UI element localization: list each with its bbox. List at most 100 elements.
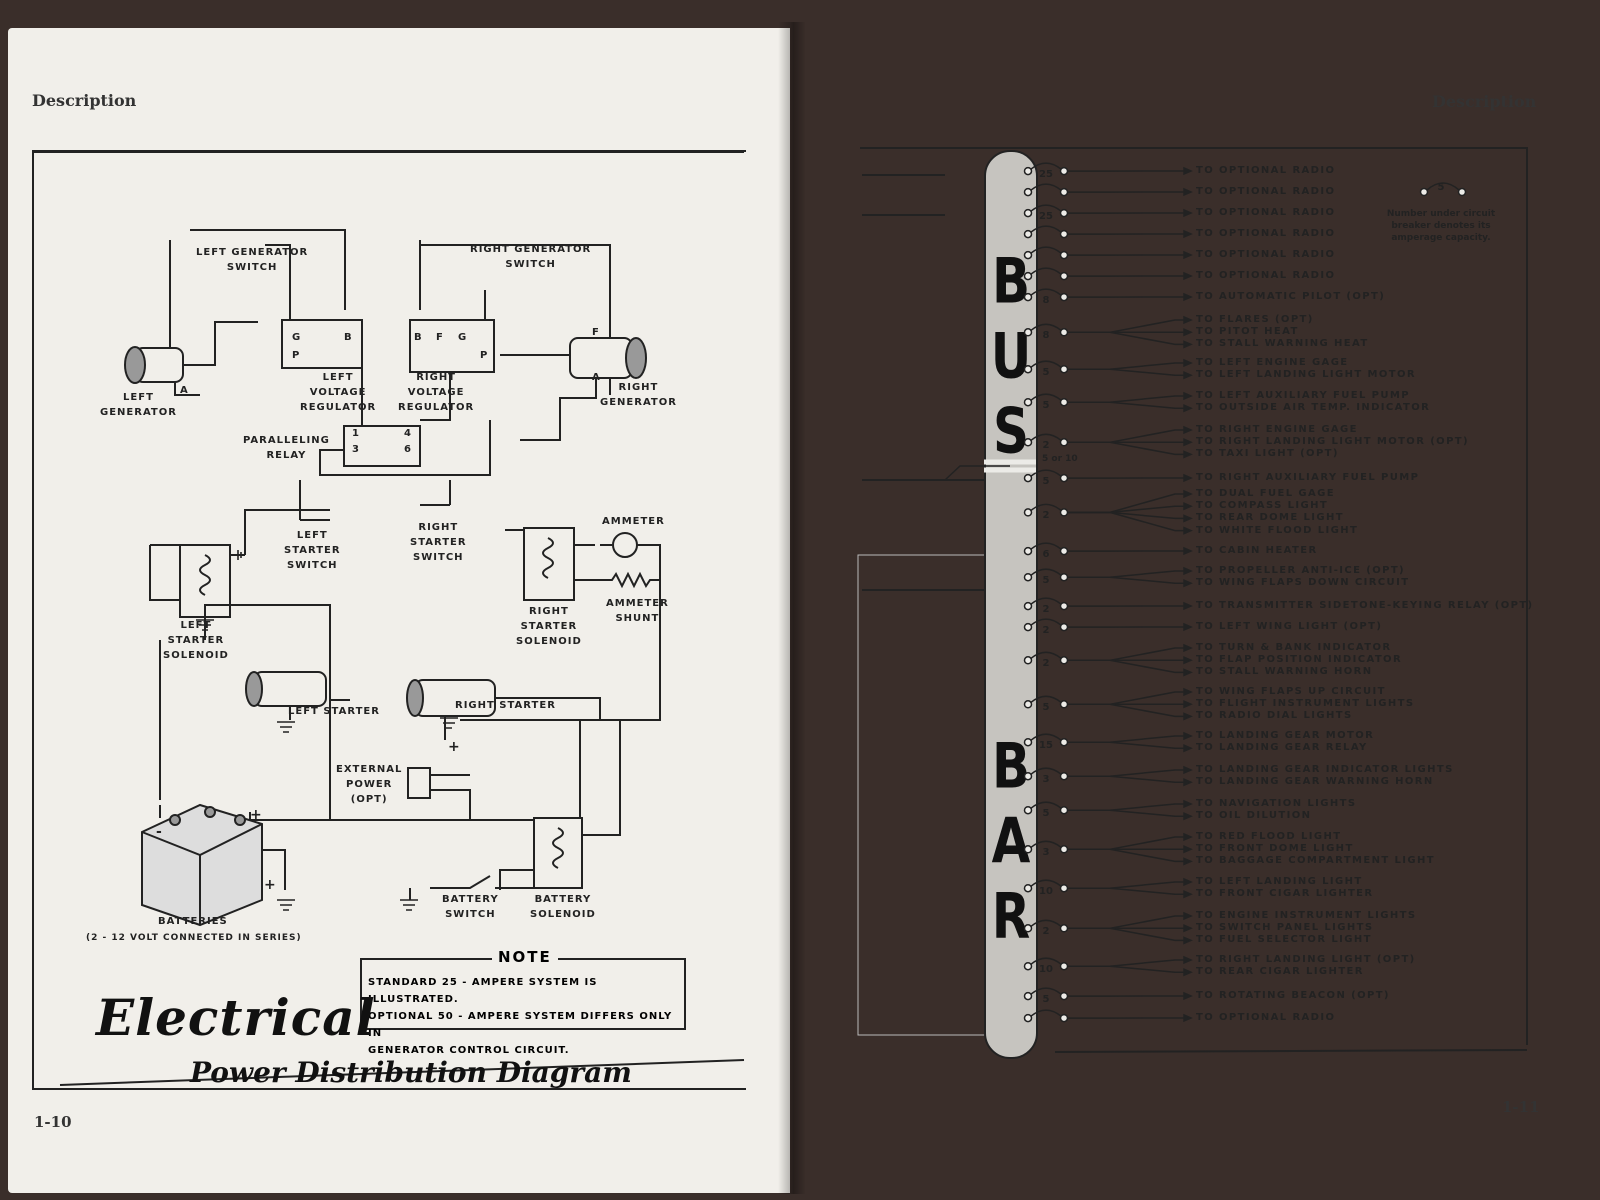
terminal-label: P: [292, 350, 301, 361]
note-line: STANDARD 25 - AMPERE SYSTEM IS ILLUSTRAT…: [368, 977, 598, 1005]
circuit-label: TO OUTSIDE AIR TEMP. INDICATOR: [1196, 402, 1431, 414]
arrow-head: [1183, 526, 1193, 535]
circuit-label: TO REAR DOME LIGHT: [1196, 512, 1345, 524]
breaker-terminal: [1059, 845, 1069, 854]
terminal-label: F: [436, 332, 444, 343]
circuit-label: TO LEFT AUXILIARY FUEL PUMP: [1196, 390, 1410, 401]
breaker-terminal: [1059, 166, 1069, 176]
circuit-label: TO RIGHT LANDING LIGHT MOTOR (OPT): [1196, 436, 1469, 448]
circuit-label: TO CABIN HEATER: [1196, 545, 1318, 556]
circuit-label: TO OPTIONAL RADIO: [1196, 186, 1336, 197]
arrow-head: [1183, 656, 1193, 665]
terminal-label: A: [592, 372, 601, 383]
circuit-label: TO WING FLAPS DOWN CIRCUIT: [1196, 577, 1410, 589]
circuit-wire: [1068, 401, 1186, 409]
circuit-label: TO PROPELLER ANTI-ICE (OPT): [1196, 565, 1406, 576]
arrow-head: [1183, 845, 1193, 854]
breaker-amperage: 25: [1039, 169, 1053, 181]
arrow-head: [1183, 955, 1193, 965]
breaker-terminal: [1059, 700, 1069, 709]
arrow-head: [1183, 328, 1193, 337]
circuit-label: TO STALL WARNING HORN: [1196, 666, 1373, 678]
breaker-terminal: [1059, 328, 1069, 337]
terminal-label: +: [250, 807, 263, 823]
book-gutter: [778, 22, 806, 1194]
terminal-label: 3: [352, 444, 360, 455]
note-line: GENERATOR CONTROL CIRCUIT.: [368, 1045, 570, 1056]
breaker-amperage: 5: [1042, 400, 1050, 412]
circuit-wire: [1068, 965, 1186, 973]
diagram-title: Electrical: [96, 988, 376, 1047]
arrow-head: [1183, 425, 1193, 435]
circuit-wire: [1068, 659, 1186, 674]
left-starter-label: LEFT STARTER: [288, 706, 380, 717]
circuit-label: TO RIGHT ENGINE GAGE: [1196, 424, 1358, 435]
arrow-head: [1183, 502, 1193, 511]
breaker-terminal: [1059, 508, 1069, 517]
arrow-head: [1183, 229, 1193, 239]
breaker-amperage: 2: [1042, 926, 1050, 938]
circuit-wire: [1068, 703, 1186, 718]
circuit-label: TO AUTOMATIC PILOT (OPT): [1196, 291, 1386, 302]
circuit-label: TO COMPASS LIGHT: [1196, 500, 1329, 512]
right-voltage-regulator-label: RIGHT VOLTAGE REGULATOR: [398, 372, 475, 413]
circuit-label: TO LEFT LANDING LIGHT: [1196, 876, 1363, 887]
breaker-amperage: 10: [1039, 886, 1053, 898]
circuit-label: TO DUAL FUEL GAGE: [1196, 488, 1335, 499]
breaker-amperage: 5: [1042, 367, 1050, 379]
circuit-wire: [1068, 691, 1186, 706]
arrow-head: [1183, 187, 1193, 197]
arrow-head: [1183, 857, 1193, 866]
breaker-amperage: 5: [1042, 808, 1050, 820]
terminal-label: +: [448, 739, 461, 755]
right-starter-switch-label: RIGHT STARTER SWITCH: [410, 522, 467, 563]
terminal-label: 6: [404, 444, 412, 455]
circuit-label: TO REAR CIGAR LIGHTER: [1196, 966, 1364, 978]
circuit-label: TO RIGHT AUXILIARY FUEL PUMP: [1196, 472, 1420, 483]
breaker-amperage: 15: [1039, 740, 1053, 752]
arrow-head: [1183, 812, 1193, 821]
breaker-terminal: [1059, 924, 1069, 933]
circuit-wire: [1068, 848, 1186, 863]
bus-letter: A: [991, 804, 1031, 878]
circuit-label: TO PITOT HEAT: [1196, 326, 1299, 338]
circuit-wire: [1068, 362, 1186, 370]
arrow-head: [1183, 371, 1193, 380]
circuit-label: TO OPTIONAL RADIO: [1196, 270, 1336, 281]
right-starter-label: RIGHT STARTER: [455, 700, 556, 711]
terminal-label: P: [480, 350, 489, 361]
breaker-terminal: [1059, 805, 1069, 815]
breaker-amperage: 5: [1042, 575, 1050, 587]
arrow-head: [1183, 991, 1193, 1001]
breaker-terminal: [1059, 883, 1069, 893]
note-box: NOTE STANDARD 25 - AMPERE SYSTEM IS ILLU…: [360, 948, 686, 1056]
batteries-label: BATTERIES: [158, 916, 228, 927]
circuit-wire: [1068, 511, 1186, 532]
circuit-label: TO LANDING GEAR MOTOR: [1196, 730, 1375, 741]
circuit-label: TO STALL WARNING HEAT: [1196, 338, 1369, 350]
circuit-label: TO SWITCH PANEL LIGHTS: [1196, 922, 1374, 934]
left-generator-label: LEFT GENERATOR: [100, 392, 177, 418]
right-generator-switch-label: RIGHT GENERATOR SWITCH: [470, 244, 592, 270]
arrow-head: [1183, 340, 1193, 349]
circuit-wire: [1068, 769, 1186, 777]
circuit-wire: [1068, 915, 1186, 930]
external-power-label: EXTERNAL POWER (OPT): [336, 764, 403, 805]
circuit-label: TO FRONT DOME LIGHT: [1196, 843, 1354, 855]
circuit-wire: [1068, 429, 1186, 444]
circuit-wire: [1068, 368, 1186, 376]
circuit-wire: [1068, 959, 1186, 967]
arrow-head: [1183, 668, 1193, 677]
circuit-label: TO ENGINE INSTRUMENT LIGHTS: [1196, 910, 1417, 921]
circuit-label: TO OIL DILUTION: [1196, 810, 1312, 822]
breaker-terminal: [1059, 438, 1069, 447]
note-text: STANDARD 25 - AMPERE SYSTEM IS ILLUSTRAT…: [368, 974, 684, 1059]
circuit-label: TO FUEL SELECTOR LIGHT: [1196, 934, 1372, 946]
bus-bar: B U S B A R: [984, 150, 1038, 1059]
breaker-terminal: [1059, 397, 1069, 407]
arrow-head: [1183, 700, 1193, 709]
breaker-amperage: 25: [1039, 211, 1053, 223]
bus-letter: U: [990, 319, 1032, 393]
arrow-head: [1183, 744, 1193, 753]
circuit-wire: [1068, 775, 1186, 783]
